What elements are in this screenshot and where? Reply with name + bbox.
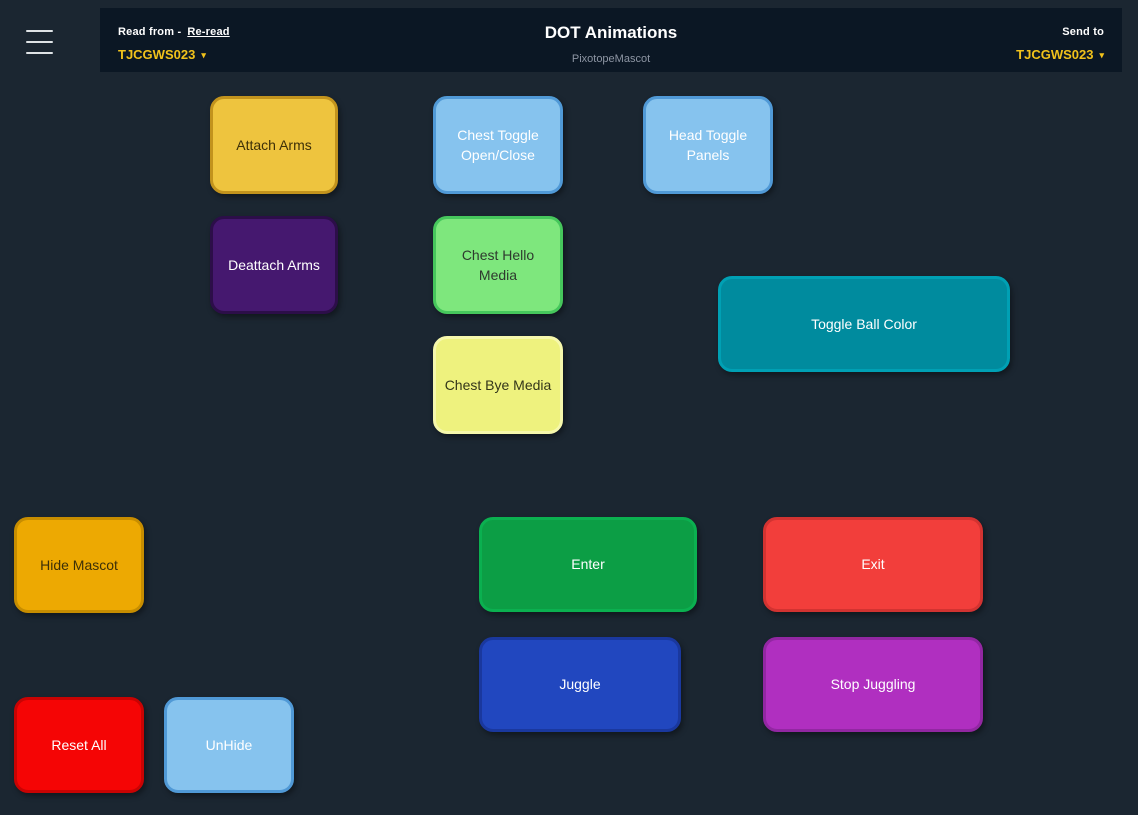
- chest-hello-media-button[interactable]: Chest Hello Media: [433, 216, 563, 314]
- send-to-section: Send to TJCGWS023 ▾: [1016, 26, 1104, 62]
- unhide-button[interactable]: UnHide: [164, 697, 294, 793]
- read-from-section: Read from - Re-read TJCGWS023 ▾: [118, 26, 230, 62]
- chevron-down-icon: ▾: [201, 50, 206, 60]
- read-from-value: TJCGWS023: [118, 47, 196, 62]
- hamburger-bar: [26, 41, 53, 43]
- reread-link[interactable]: Re-read: [187, 26, 230, 38]
- reset-all-button[interactable]: Reset All: [14, 697, 144, 793]
- header-title-block: DOT Animations PixotopeMascot: [100, 23, 1122, 65]
- attach-arms-button[interactable]: Attach Arms: [210, 96, 338, 194]
- stop-juggling-button[interactable]: Stop Juggling: [763, 637, 983, 732]
- enter-button[interactable]: Enter: [479, 517, 697, 612]
- send-to-dropdown[interactable]: TJCGWS023 ▾: [1016, 47, 1104, 62]
- juggle-button[interactable]: Juggle: [479, 637, 681, 732]
- send-to-label: Send to: [1062, 26, 1104, 38]
- hide-mascot-button[interactable]: Hide Mascot: [14, 517, 144, 613]
- hamburger-menu-icon[interactable]: [26, 30, 53, 54]
- head-toggle-panels-button[interactable]: Head Toggle Panels: [643, 96, 773, 194]
- hamburger-bar: [26, 52, 53, 54]
- chevron-down-icon: ▾: [1099, 50, 1104, 60]
- toggle-ball-color-button[interactable]: Toggle Ball Color: [718, 276, 1010, 372]
- chest-bye-media-button[interactable]: Chest Bye Media: [433, 336, 563, 434]
- read-from-label: Read from -: [118, 26, 182, 38]
- page-title: DOT Animations: [544, 23, 678, 42]
- read-from-dropdown[interactable]: TJCGWS023 ▾: [118, 47, 230, 62]
- page-subtitle: PixotopeMascot: [571, 53, 651, 65]
- deattach-arms-button[interactable]: Deattach Arms: [210, 216, 338, 314]
- exit-button[interactable]: Exit: [763, 517, 983, 612]
- hamburger-bar: [26, 30, 53, 32]
- send-to-value: TJCGWS023: [1016, 47, 1094, 62]
- header-bar: Read from - Re-read TJCGWS023 ▾ DOT Animat…: [100, 8, 1122, 72]
- chest-toggle-button[interactable]: Chest Toggle Open/Close: [433, 96, 563, 194]
